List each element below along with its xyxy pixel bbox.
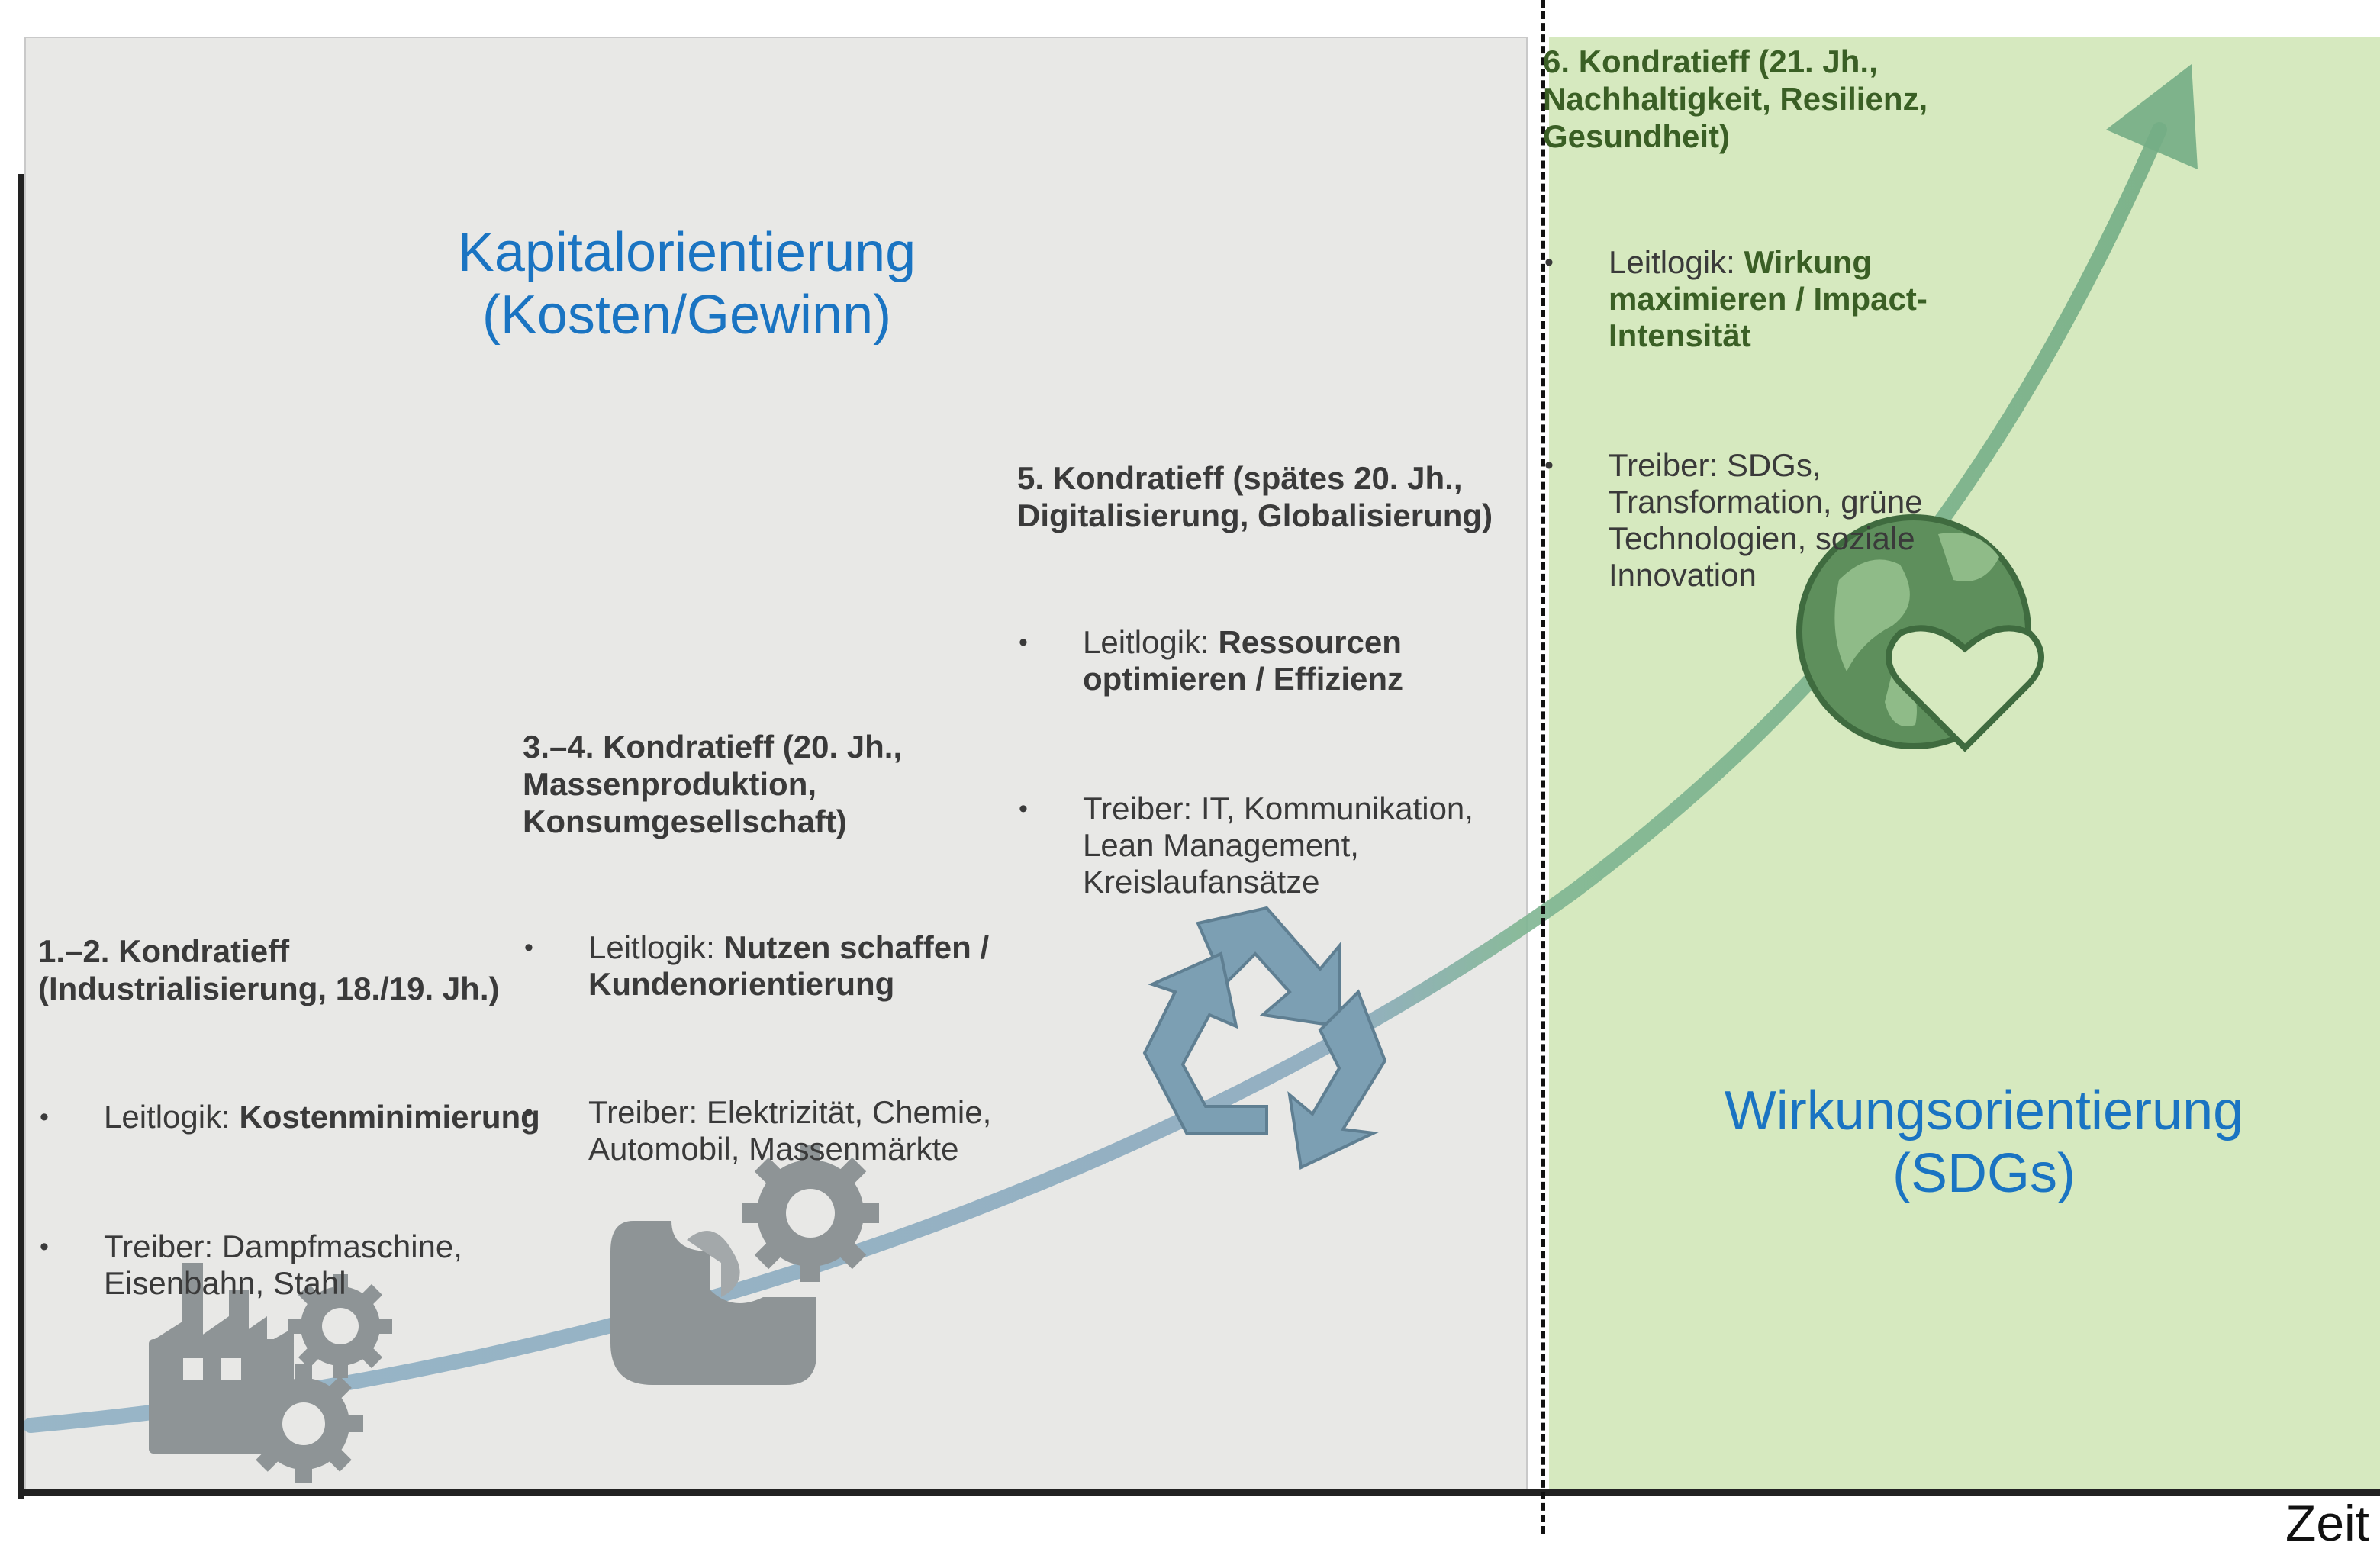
bullet-dot: • (524, 933, 533, 962)
phase-4-logic-value-line1: Wirkung (1744, 244, 1873, 280)
phase-3-logic: • Leitlogik: Ressourcen optimieren / Eff… (1019, 624, 1404, 697)
factory-with-gears-icon (149, 1263, 392, 1483)
growth-curve (23, 122, 2167, 1433)
bullet-dot: • (40, 1103, 49, 1132)
impact-orientation-title: Wirkungsorientierung (SDGs) (1679, 1080, 2289, 1205)
phase-2-logic-label: Leitlogik: (588, 929, 724, 965)
phase-3-title-line1: 5. Kondratieff (spätes 20. Jh., (1017, 460, 1463, 496)
phase-2-drivers: • Treiber: Elektrizität, Chemie, Automob… (524, 1094, 992, 1167)
bullet-dot: • (40, 1232, 49, 1261)
capital-orientation-title-line2: (Kosten/Gewinn) (481, 285, 892, 346)
phase-3-logic-value-line1: Ressourcen (1218, 624, 1402, 660)
phase-1-drivers: • Treiber: Dampfmaschine, Eisenbahn, Sta… (40, 1228, 462, 1302)
x-axis-label: Zeit (2285, 1495, 2370, 1551)
capital-orientation-title: Kapitalorientierung (Kosten/Gewinn) (397, 221, 977, 346)
phase-4-logic-value-line2: maximieren / Impact- (1609, 281, 1928, 317)
phase-4-drivers-line1: Treiber: SDGs, (1609, 447, 1821, 483)
phase-4-logic-value-line3: Intensität (1609, 317, 1751, 353)
impact-orientation-title-line1: Wirkungsorientierung (1724, 1080, 2244, 1141)
bullet-dot: • (1544, 248, 1554, 277)
phase-3-logic-label: Leitlogik: (1083, 624, 1219, 660)
phase-1-logic: • Leitlogik: Kostenminimierung (40, 1099, 540, 1135)
phase-2-title-line3: Konsumgesellschaft) (523, 803, 847, 839)
impact-orientation-title-line2: (SDGs) (1892, 1143, 2076, 1204)
phase-2-logic-value-line1: Nutzen schaffen / (723, 929, 990, 965)
phase-2-drivers-line1: Treiber: Elektrizität, Chemie, (588, 1094, 992, 1130)
phase-3-logic-value-line2: optimieren / Effizienz (1083, 661, 1404, 697)
phase-2-logic: • Leitlogik: Nutzen schaffen / Kundenori… (524, 929, 990, 1003)
puzzle-head-gear-icon (610, 1145, 879, 1385)
phase-2-drivers-line2: Automobil, Massenmärkte (588, 1131, 959, 1167)
x-axis (18, 1489, 2380, 1496)
phase-4-drivers: • Treiber: SDGs, Transformation, grüne T… (1544, 447, 1923, 594)
phase-1-drivers-line1: Treiber: Dampfmaschine, (104, 1228, 462, 1264)
globe-heart-icon (1796, 514, 2044, 752)
phase-3-drivers-line2: Lean Management, (1083, 827, 1359, 863)
phase-2-title-line2: Massenproduktion, (523, 766, 817, 802)
y-axis (18, 174, 24, 1499)
capital-orientation-title-line1: Kapitalorientierung (457, 222, 916, 283)
phase-4-title-line1: 6. Kondratieff (21. Jh., (1543, 43, 1878, 79)
phase-2-title: 3.–4. Kondratieff (20. Jh., Massenproduk… (523, 728, 902, 840)
phase-2-title-line1: 3.–4. Kondratieff (20. Jh., (523, 729, 903, 765)
phase-3-title-line2: Digitalisierung, Globalisierung) (1017, 497, 1493, 533)
bullet-dot: • (1019, 628, 1028, 657)
phase-4-title-line3: Gesundheit) (1543, 118, 1731, 154)
paradigm-divider-line (1541, 0, 1545, 1534)
recycle-icon (1142, 906, 1387, 1170)
phase-3-title: 5. Kondratieff (spätes 20. Jh., Digitali… (1017, 459, 1493, 534)
phase-3-drivers: • Treiber: IT, Kommunikation, Lean Manag… (1019, 790, 1473, 900)
phase-4-drivers-line3: Technologien, soziale (1609, 520, 1915, 556)
phase-1-drivers-line2: Eisenbahn, Stahl (104, 1265, 346, 1301)
phase-1-title-line2: (Industrialisierung, 18./19. Jh.) (38, 971, 500, 1006)
phase-1-title: 1.–2. Kondratieff (Industrialisierung, 1… (38, 932, 500, 1007)
phase-3-drivers-line3: Kreislaufansätze (1083, 864, 1320, 900)
phase-4-title: 6. Kondratieff (21. Jh., Nachhaltigkeit,… (1543, 43, 1928, 155)
phase-4-logic-label: Leitlogik: (1609, 244, 1744, 280)
phase-3-drivers-line1: Treiber: IT, Kommunikation, (1083, 790, 1473, 826)
bullet-dot: • (1544, 451, 1554, 480)
impact-orientation-region (1549, 37, 2380, 1490)
growth-arrow-head (2106, 64, 2198, 169)
bullet-dot: • (524, 1098, 533, 1127)
phase-2-logic-value-line2: Kundenorientierung (588, 966, 895, 1002)
phase-4-title-line2: Nachhaltigkeit, Resilienz, (1543, 81, 1928, 117)
phase-1-title-line1: 1.–2. Kondratieff (38, 933, 290, 969)
phase-4-logic: • Leitlogik: Wirkung maximieren / Impact… (1544, 244, 1928, 354)
phase-1-logic-value: Kostenminimierung (239, 1099, 540, 1135)
phase-1-logic-label: Leitlogik: (104, 1099, 240, 1135)
phase-4-drivers-line4: Innovation (1609, 557, 1757, 593)
phase-4-drivers-line2: Transformation, grüne (1609, 484, 1923, 520)
bullet-dot: • (1019, 794, 1028, 823)
